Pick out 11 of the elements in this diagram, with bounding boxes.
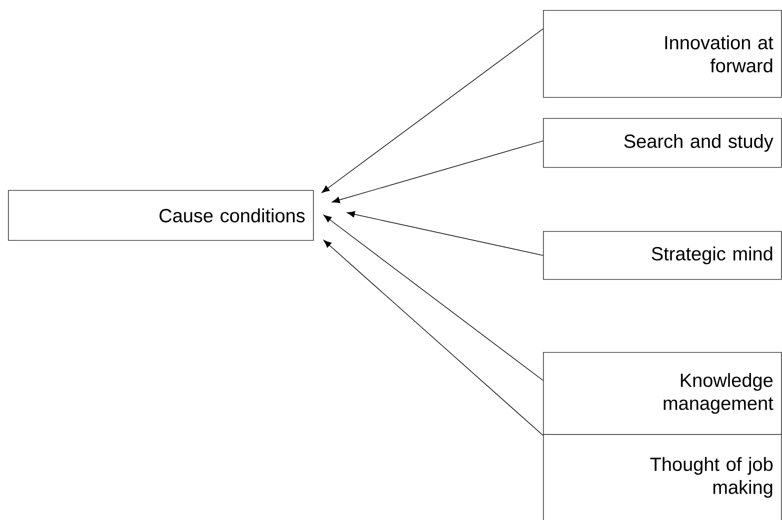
text-box: Cause conditions <box>8 190 314 241</box>
text-box: Search and study <box>543 118 782 168</box>
arrow <box>346 211 544 256</box>
arrow <box>322 28 544 193</box>
text-box: Innovation at forward <box>543 10 782 98</box>
text-box: Thought of job making <box>543 434 782 520</box>
arrow <box>324 214 544 381</box>
arrow <box>324 240 544 436</box>
text-box: Knowledge management <box>543 352 782 435</box>
text-box: Strategic mind <box>543 231 782 280</box>
arrow <box>332 140 544 204</box>
